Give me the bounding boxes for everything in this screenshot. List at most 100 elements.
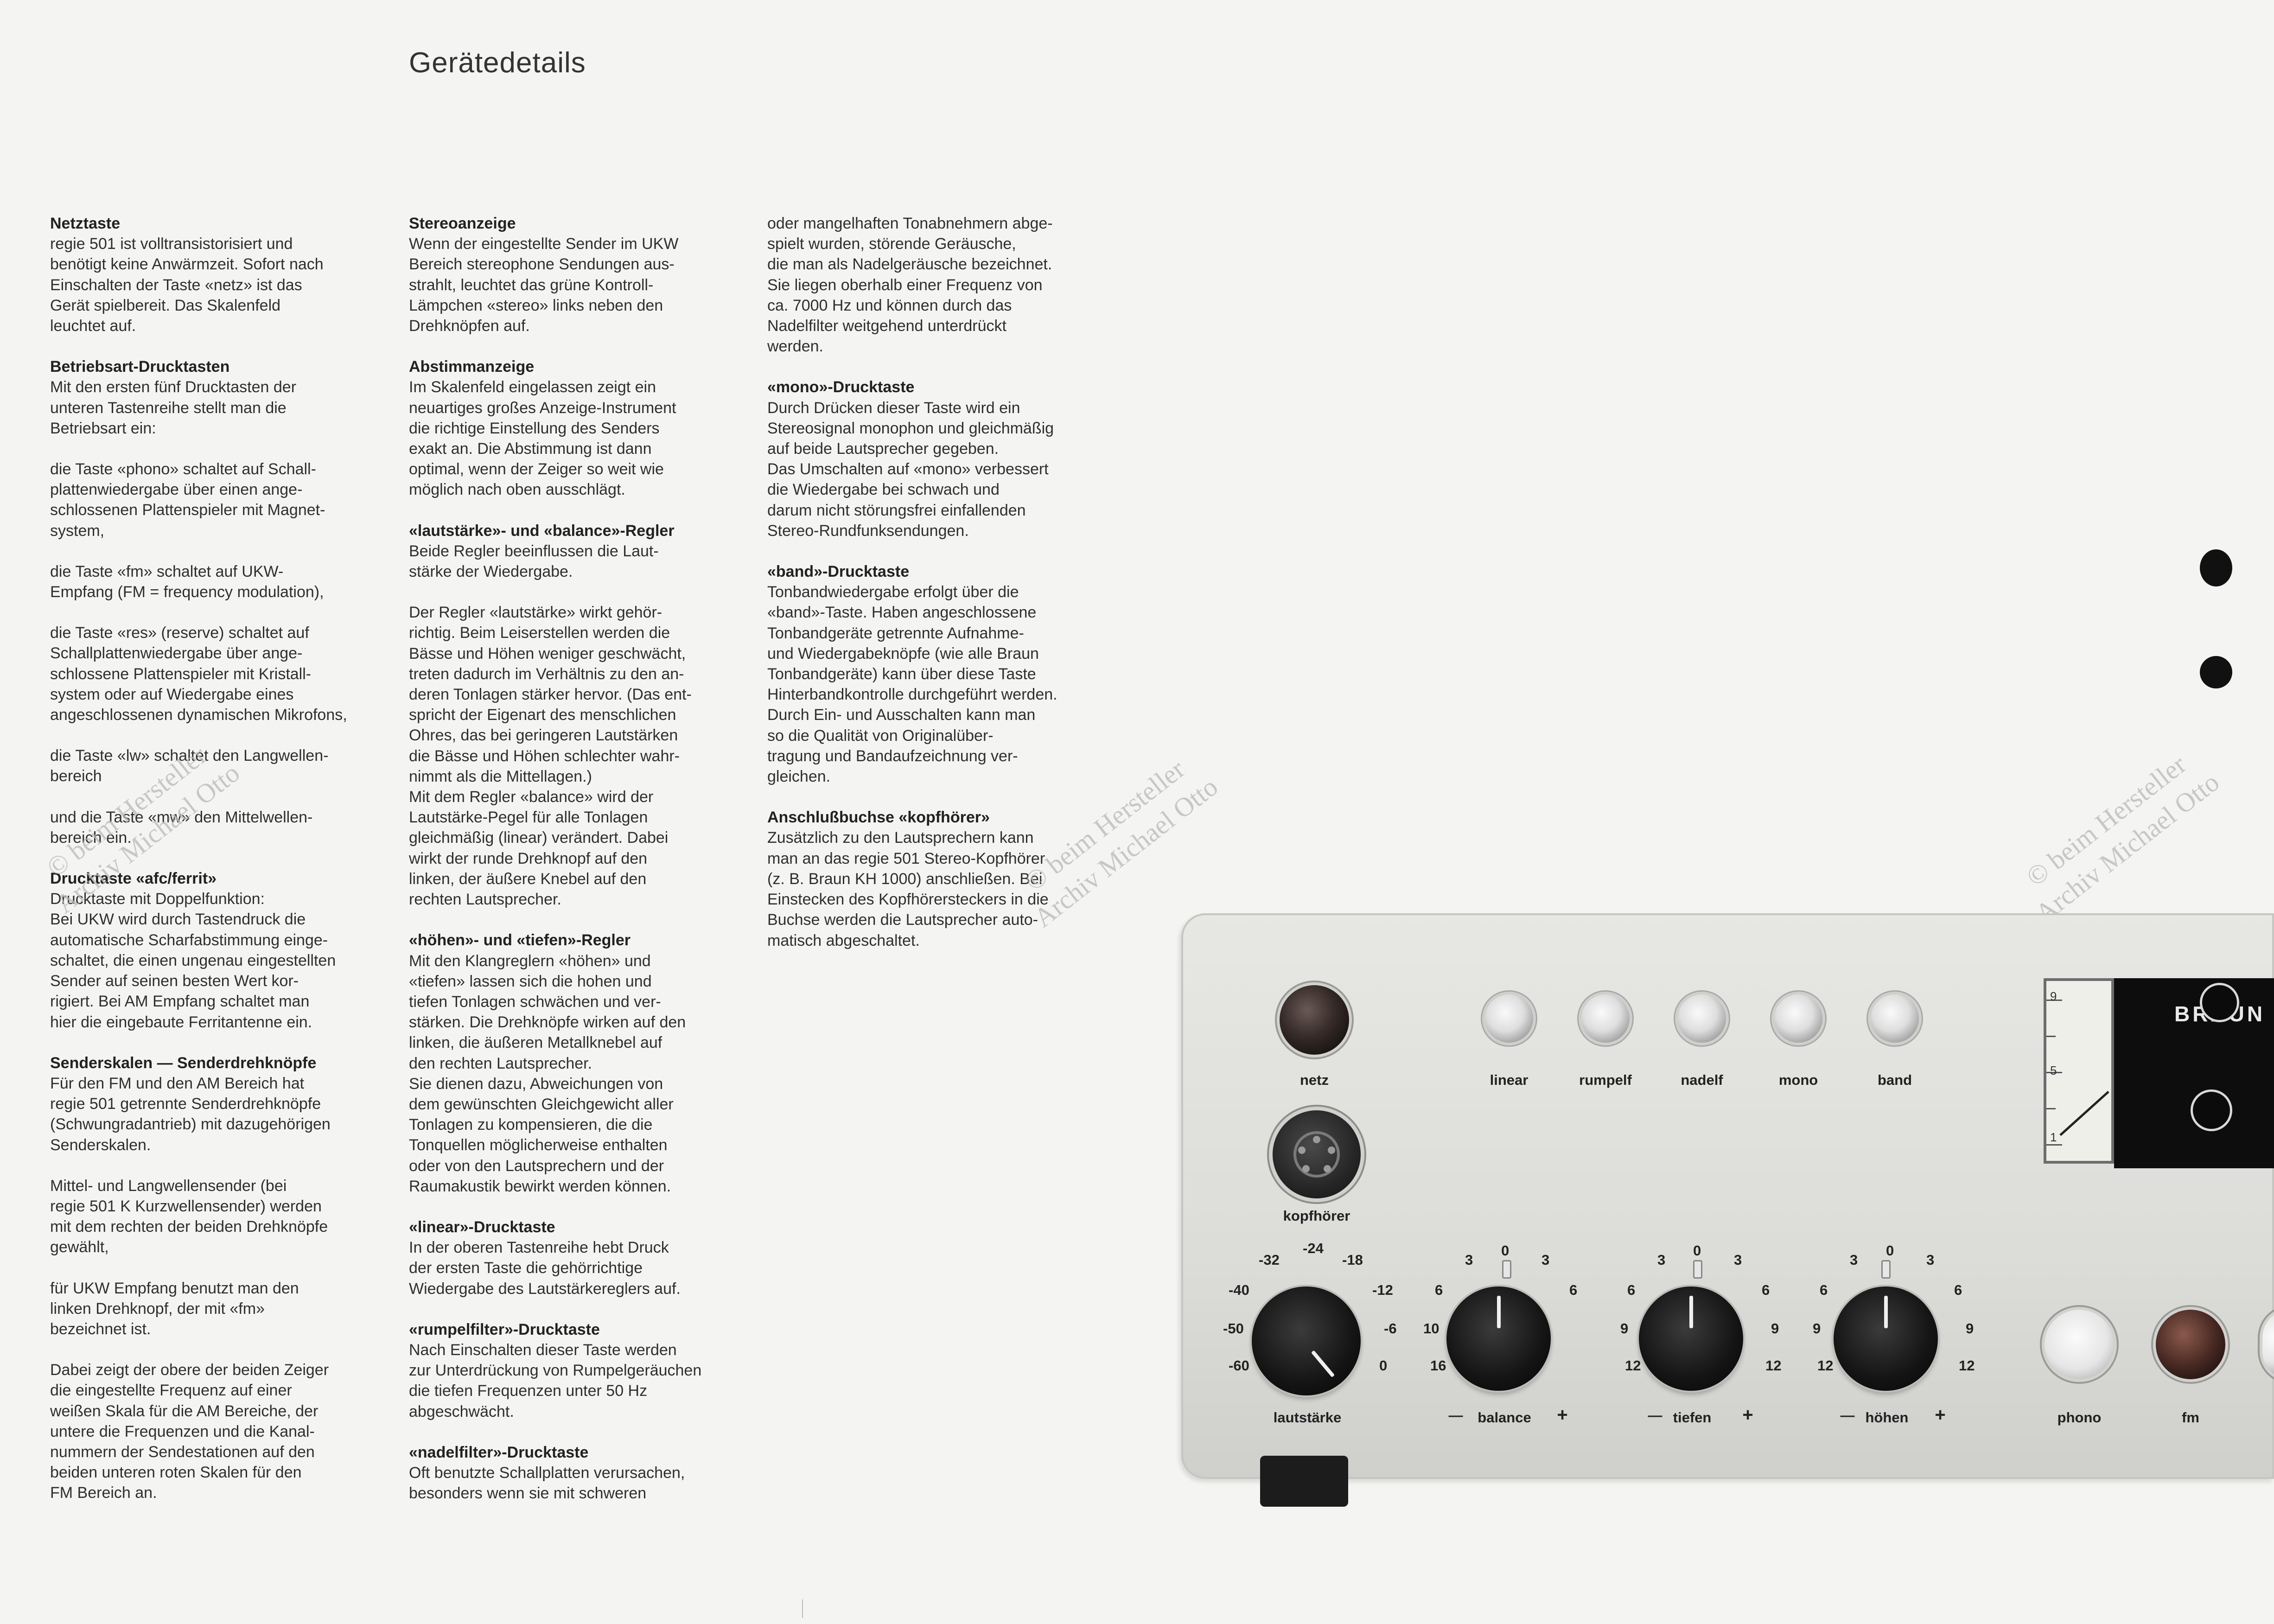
meter-scale-1: 1 xyxy=(2050,1130,2057,1144)
rumpelf-label: rumpelf xyxy=(1579,1072,1632,1088)
section-heading: «mono»-Drucktaste xyxy=(767,378,915,396)
tuning-knob-lower xyxy=(2191,1089,2232,1131)
nadelf-button xyxy=(1678,994,1726,1043)
balance-knob xyxy=(1446,1286,1551,1391)
lautstaerke-knob xyxy=(1252,1286,1361,1395)
volume-scale-label: -18 xyxy=(1342,1252,1363,1268)
volume-scale-label: -60 xyxy=(1229,1357,1249,1374)
balance-scale-label: 0 xyxy=(1501,1242,1510,1259)
tiefen-scale-label: 3 xyxy=(1734,1252,1742,1268)
fold-mark xyxy=(802,1599,803,1618)
hoehen-scale-label: 12 xyxy=(1959,1357,1975,1374)
volume-scale-label: -32 xyxy=(1259,1252,1280,1268)
section-paragraph: Durch Drücken dieser Taste wird ein Ster… xyxy=(767,399,1054,540)
hoehen-plus: + xyxy=(1935,1405,1946,1425)
balance-scale-label: 10 xyxy=(1423,1320,1440,1337)
section-heading: Betriebsart-Drucktasten xyxy=(50,358,230,376)
lautstaerke-label: lautstärke xyxy=(1273,1409,1342,1426)
section-paragraph: die Taste «res» (reserve) schaltet auf S… xyxy=(50,624,347,724)
volume-scale-label: -50 xyxy=(1223,1320,1244,1337)
section-heading: Drucktaste «afc/ferrit» xyxy=(50,870,217,888)
punch-hole xyxy=(2200,549,2232,586)
section-paragraph: für UKW Empfang benutzt man den linken D… xyxy=(50,1279,299,1338)
balance-scale-label: 3 xyxy=(1465,1252,1473,1268)
balance-lever xyxy=(1502,1260,1511,1279)
section-paragraph: Nach Einschalten dieser Taste werden zur… xyxy=(409,1341,702,1420)
balance-scale-label: 6 xyxy=(1569,1282,1578,1298)
balance-scale-label: 16 xyxy=(1430,1357,1446,1374)
fm-button xyxy=(2156,1310,2225,1379)
band-label: band xyxy=(1877,1072,1912,1088)
hoehen-scale-label: 6 xyxy=(1820,1282,1828,1298)
tiefen-plus: + xyxy=(1742,1405,1753,1425)
meter-scale-9: 9 xyxy=(2050,989,2057,1003)
section-heading: Senderskalen — Senderdrehknöpfe xyxy=(50,1054,317,1072)
mono-label: mono xyxy=(1778,1072,1818,1088)
page-title: Gerätedetails xyxy=(409,47,586,79)
section-paragraph: Dabei zeigt der obere der beiden Zeiger … xyxy=(50,1361,329,1502)
netz-label: netz xyxy=(1300,1072,1329,1088)
section-heading: Abstimmanzeige xyxy=(409,358,535,376)
section-paragraph: Mittel- und Langwellensender (bei regie … xyxy=(50,1177,328,1256)
section-paragraph: oder mangelhaften Tonabnehmern abge- spi… xyxy=(767,215,1053,356)
section-paragraph: Der Regler «lautstärke» wirkt gehör- ric… xyxy=(409,604,692,909)
section-paragraph: Oft benutzte Schallplatten verursachen, … xyxy=(409,1464,685,1503)
tiefen-scale-label: 6 xyxy=(1627,1282,1636,1298)
section-paragraph: Beide Regler beeinflussen die Laut- stär… xyxy=(409,542,659,581)
section-heading: «höhen»- und «tiefen»-Regler xyxy=(409,931,631,949)
hoehen-scale-label: 9 xyxy=(1966,1320,1974,1337)
text-section: Drucktaste «afc/ferrit»Drucktaste mit Do… xyxy=(50,868,370,1032)
hoehen-scale-label: 3 xyxy=(1926,1252,1935,1268)
hoehen-minus: — xyxy=(1840,1407,1855,1423)
volume-scale-label: -12 xyxy=(1372,1282,1393,1298)
tiefen-label: tiefen xyxy=(1673,1409,1712,1426)
hoehen-scale-label: 12 xyxy=(1817,1357,1834,1374)
volume-scale-label: 0 xyxy=(1379,1357,1388,1374)
section-paragraph: Im Skalenfeld eingelassen zeigt ein neua… xyxy=(409,378,676,499)
volume-scale-label: -6 xyxy=(1384,1320,1397,1337)
hoehen-scale-label: 9 xyxy=(1813,1320,1821,1337)
linear-button xyxy=(1485,994,1533,1043)
section-paragraph: Zusätzlich zu den Lautsprechern kann man… xyxy=(767,829,1049,949)
section-paragraph: und die Taste «mw» den Mittelwellen- ber… xyxy=(50,808,313,847)
band-button xyxy=(1871,994,1919,1043)
tiefen-scale-label: 0 xyxy=(1693,1242,1701,1259)
hoehen-knob xyxy=(1834,1286,1938,1391)
section-paragraph: Mit den Klangreglern «höhen» und «tiefen… xyxy=(409,952,686,1195)
phono-button xyxy=(2045,1310,2114,1379)
rumpelf-button xyxy=(1581,994,1630,1043)
text-section: Abstimmanzeige Im Skalenfeld eingelassen … xyxy=(409,357,729,500)
tiefen-lever xyxy=(1693,1260,1702,1279)
linear-label: linear xyxy=(1490,1072,1529,1088)
hoehen-scale-label: 3 xyxy=(1850,1252,1858,1268)
section-paragraph: Für den FM und den AM Bereich hat regie … xyxy=(50,1074,331,1154)
volume-scale-label: -40 xyxy=(1229,1282,1249,1298)
balance-minus: — xyxy=(1448,1407,1463,1423)
hoehen-scale-label: 6 xyxy=(1954,1282,1962,1298)
section-heading: «rumpelfilter»-Drucktaste xyxy=(409,1320,600,1338)
section-heading: Stereoanzeige xyxy=(409,215,516,232)
amplifier-foot xyxy=(1260,1456,1348,1507)
hoehen-scale-label: 0 xyxy=(1886,1242,1894,1259)
balance-plus: + xyxy=(1557,1405,1568,1425)
tuning-knob-upper xyxy=(2200,983,2239,1022)
balance-scale-label: 3 xyxy=(1541,1252,1550,1268)
text-section: «linear»-Drucktaste In der oberen Tastenr… xyxy=(409,1217,729,1299)
section-paragraph: Wenn der eingestellte Sender im UKW Bere… xyxy=(409,235,679,335)
tiefen-scale-label: 9 xyxy=(1620,1320,1629,1337)
section-paragraph: In der oberen Tastenreihe hebt Druck der… xyxy=(409,1239,681,1298)
balance-scale-label: 6 xyxy=(1435,1282,1443,1298)
netz-button xyxy=(1280,985,1349,1055)
balance-label: balance xyxy=(1478,1409,1531,1426)
section-heading: «linear»-Drucktaste xyxy=(409,1218,555,1236)
tuning-meter: 9 5 1 xyxy=(2044,978,2114,1164)
section-paragraph: regie 501 ist volltransistorisiert und b… xyxy=(50,235,324,335)
